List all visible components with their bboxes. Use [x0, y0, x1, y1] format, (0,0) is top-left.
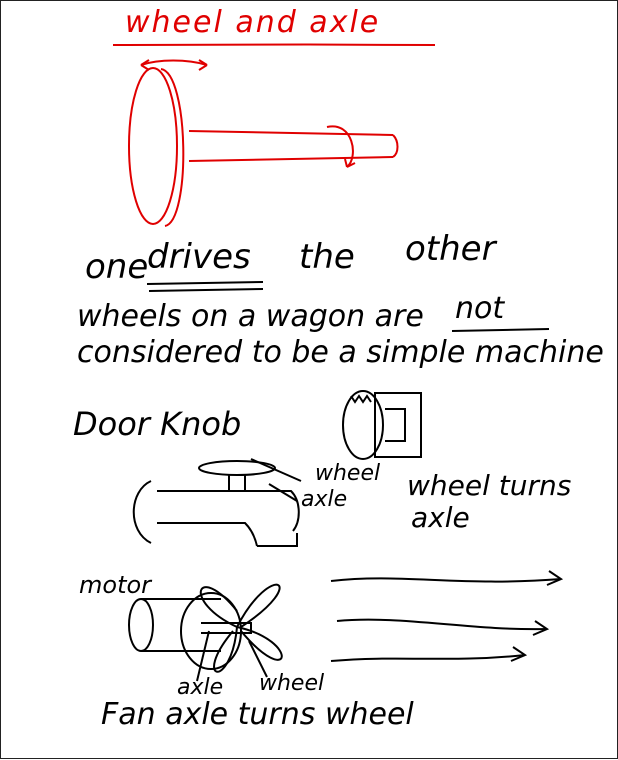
line-drives: drives: [147, 237, 251, 277]
line-the: the: [299, 237, 355, 277]
wagon-line-2: considered to be a simple machine: [77, 335, 604, 370]
faucet-wheel-label: wheel: [315, 461, 380, 486]
airflow-arrows: [331, 571, 561, 661]
door-knob-drawing: [343, 391, 421, 459]
fan-drawing: [129, 585, 282, 681]
line-one: one: [85, 247, 148, 287]
wagon-not: not: [455, 291, 504, 326]
faucet-note-2: axle: [411, 501, 470, 534]
faucet-axle-label: axle: [301, 487, 347, 512]
wagon-line-1: wheels on a wagon are: [77, 299, 424, 334]
faucet-note-1: wheel turns: [407, 469, 571, 502]
not-underline: [452, 329, 549, 331]
drives-underline: [147, 282, 263, 291]
line-other: other: [405, 229, 496, 269]
fan-wheel-label: wheel: [259, 671, 324, 696]
fan-caption: Fan axle turns wheel: [101, 697, 414, 732]
fan-motor-label: motor: [79, 571, 151, 599]
wheel-and-axle-drawing: [129, 60, 398, 226]
door-knob-label: Door Knob: [73, 405, 241, 443]
faucet-drawing: [134, 459, 301, 546]
page-title: wheel and axle: [125, 5, 380, 40]
